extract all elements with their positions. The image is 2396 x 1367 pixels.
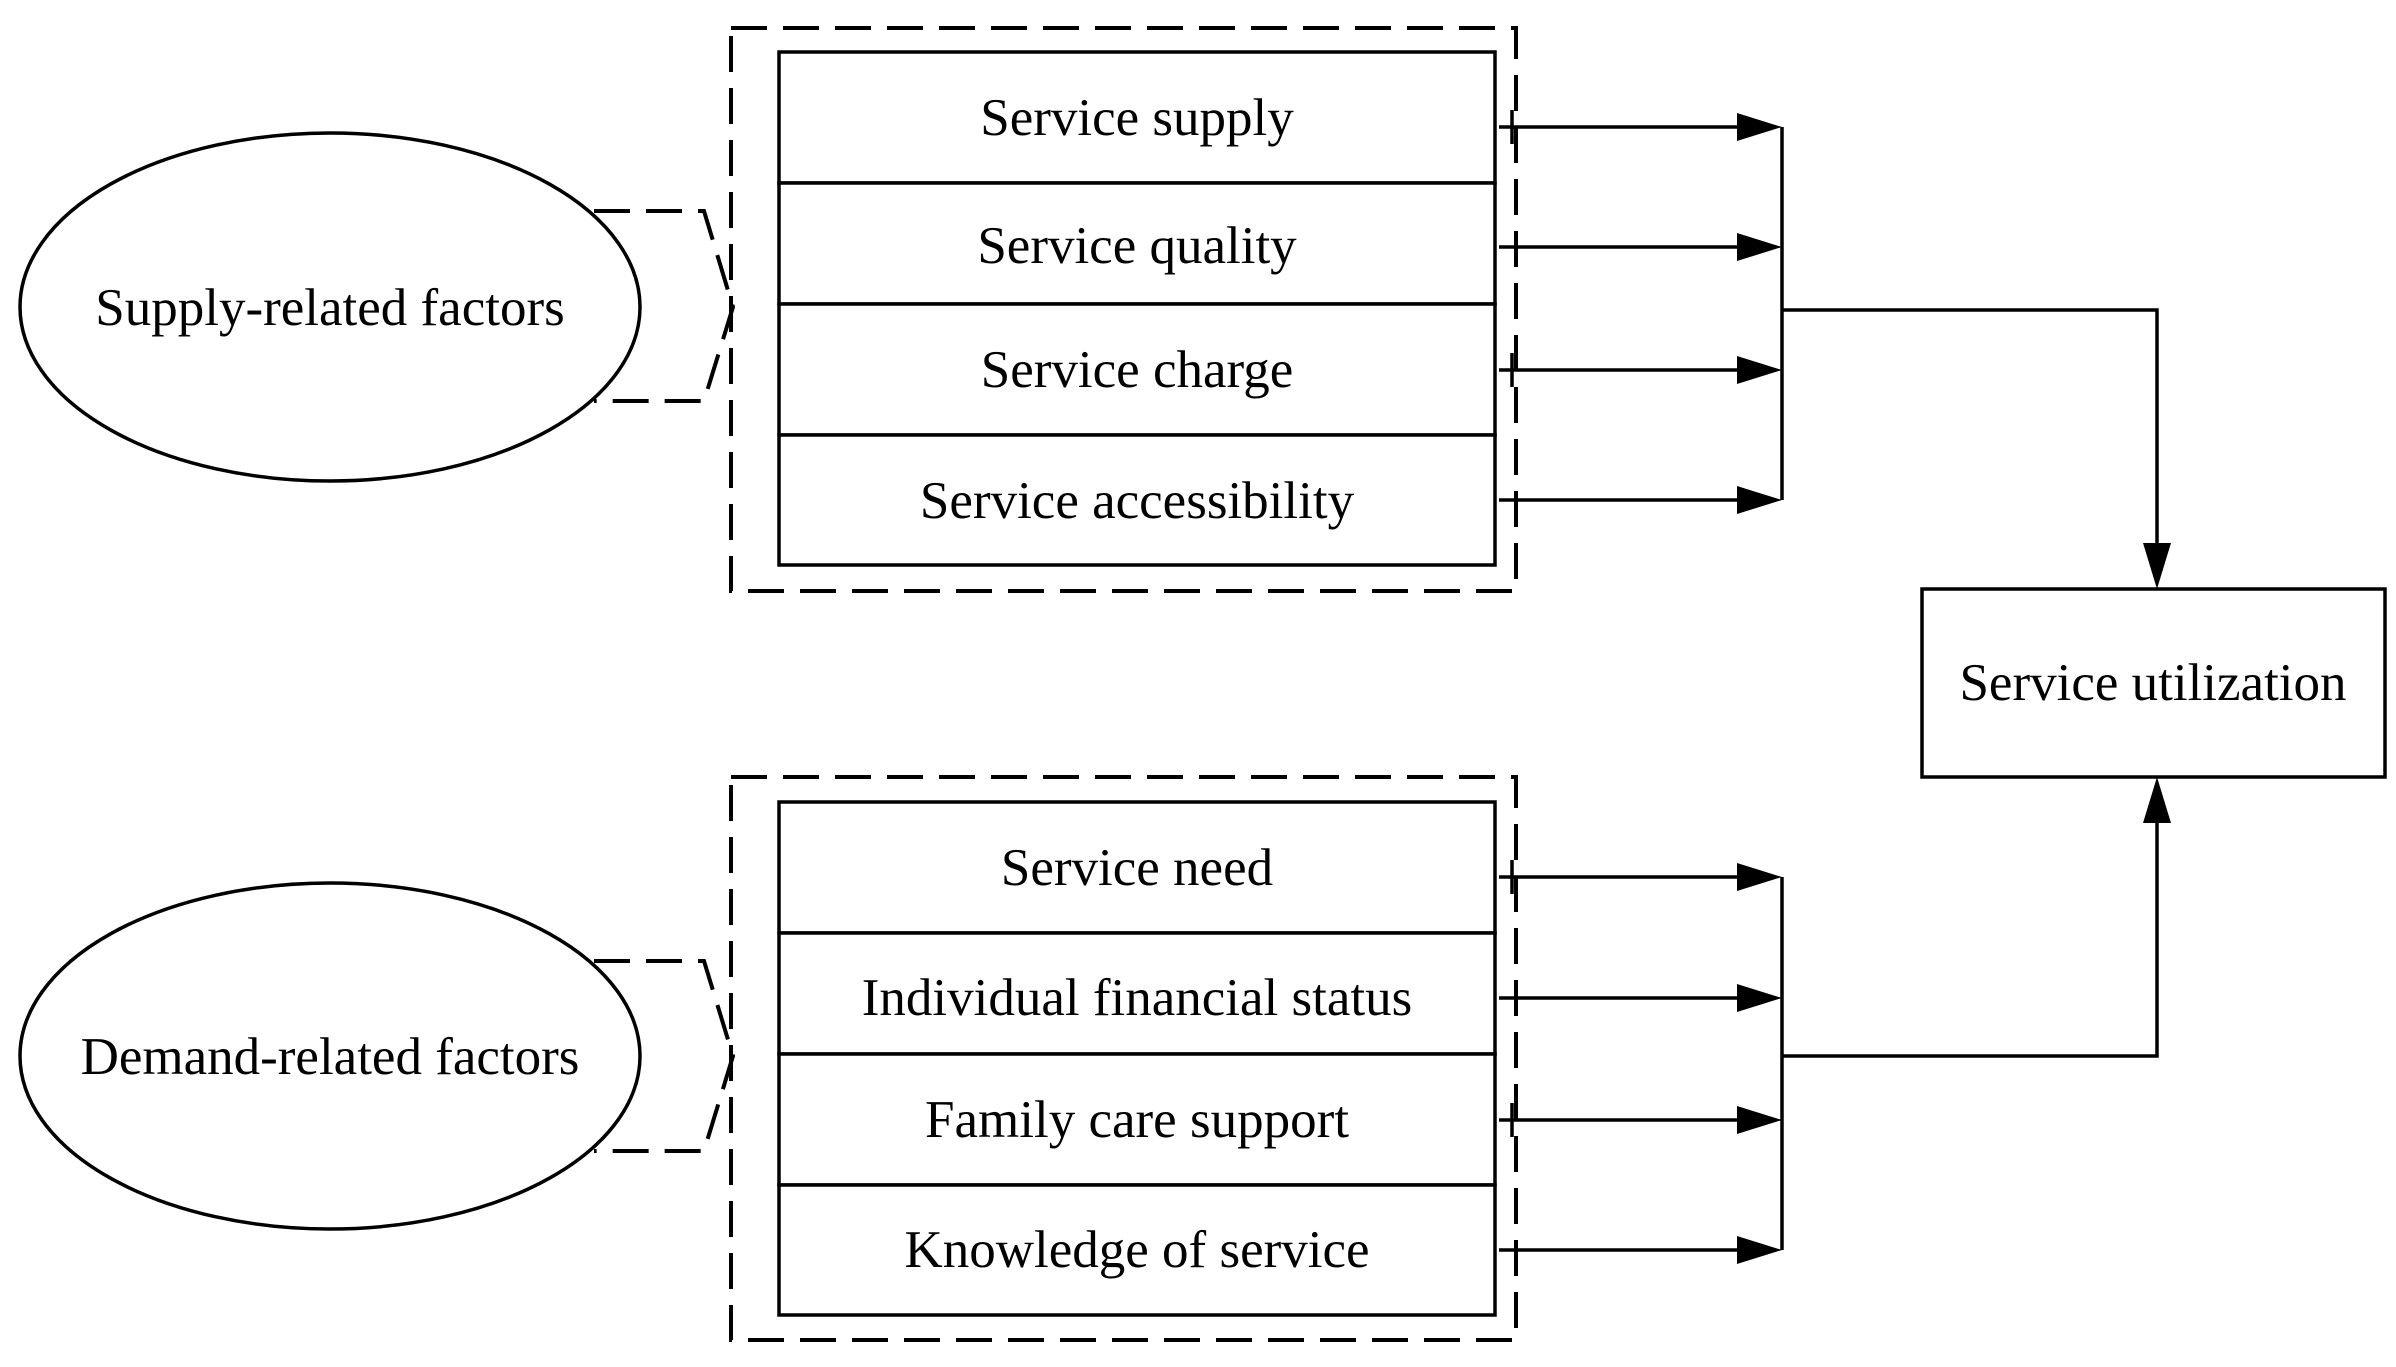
demand-arrowhead-3 <box>1737 1106 1782 1134</box>
supply-item-box-4 <box>777 433 1497 567</box>
demand-item-box-3 <box>777 1052 1497 1187</box>
supply-to-outcome-arrowhead <box>2143 543 2171 589</box>
demand-factors-label: Demand-related factors <box>81 1028 580 1086</box>
supply-group: Supply-related factors Service supply Se… <box>18 26 2171 593</box>
demand-factors-ellipse <box>18 881 642 1231</box>
demand-to-outcome-arrowhead <box>2143 777 2171 823</box>
supply-item-box-3 <box>777 302 1497 437</box>
demand-item-individual-financial-status: Individual financial status <box>862 969 1412 1027</box>
supply-dashed-frame <box>729 26 1518 593</box>
supply-item-service-accessibility: Service accessibility <box>920 472 1355 530</box>
demand-arrowhead-1 <box>1737 863 1782 891</box>
demand-arrowhead-4 <box>1737 1236 1782 1264</box>
service-utilization-box <box>1920 587 2387 779</box>
supply-factors-ellipse <box>18 131 642 483</box>
supply-arrowhead-2 <box>1737 233 1782 261</box>
demand-item-knowledge-of-service: Knowledge of service <box>904 1221 1369 1279</box>
demand-group: Demand-related factors Service need Indi… <box>18 775 2171 1342</box>
service-utilization-label: Service utilization <box>1959 654 2346 712</box>
demand-item-service-need: Service need <box>1001 839 1273 897</box>
supply-item-service-charge: Service charge <box>981 341 1293 399</box>
supply-item-box-1 <box>777 50 1497 185</box>
supply-arrowhead-1 <box>1737 113 1782 141</box>
demand-item-box-2 <box>777 931 1497 1056</box>
demand-item-box-4 <box>777 1183 1497 1317</box>
demand-to-outcome-connector <box>1782 820 2159 1058</box>
outcome-group: Service utilization <box>1920 587 2387 779</box>
demand-item-box-1 <box>777 800 1497 935</box>
supply-item-service-supply: Service supply <box>980 89 1294 147</box>
demand-arrowhead-2 <box>1737 984 1782 1012</box>
supply-arrowhead-4 <box>1737 486 1782 514</box>
supply-arrowhead-3 <box>1737 356 1782 384</box>
demand-dashed-frame <box>729 775 1518 1342</box>
supply-factors-label: Supply-related factors <box>95 279 564 337</box>
supply-to-outcome-connector <box>1782 308 2159 545</box>
supply-item-service-quality: Service quality <box>977 217 1297 275</box>
demand-item-family-care-support: Family care support <box>925 1091 1349 1149</box>
